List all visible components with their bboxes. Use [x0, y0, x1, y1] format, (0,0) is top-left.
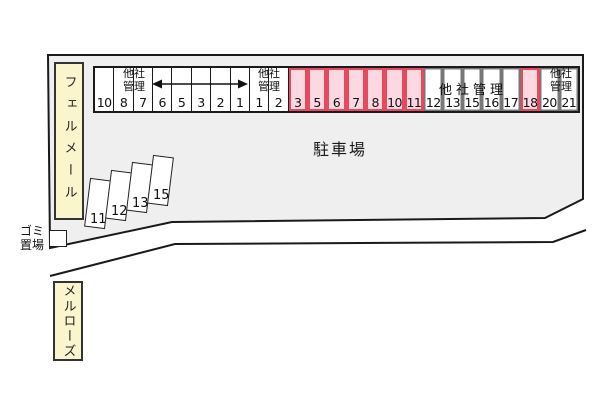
parking-space: 6: [153, 68, 173, 111]
garbage-area-label: ゴミ置場: [19, 224, 44, 252]
parking-space: 13: [443, 68, 463, 111]
parking-space: 20: [540, 68, 560, 111]
parking-space: 16: [482, 68, 502, 111]
building-melrose-label: メルローズ: [60, 283, 76, 359]
managed-by-other-label-2: 他社管理: [258, 67, 280, 93]
garbage-area-box: [49, 230, 67, 247]
parking-space: 10: [385, 68, 405, 111]
parking-space: 12: [424, 68, 444, 111]
building-fermeer-label: フェルメール: [61, 75, 77, 207]
parking-space: 2: [211, 68, 231, 111]
parking-space: 2: [269, 68, 289, 111]
diagonal-space-number: 15: [153, 188, 170, 203]
parking-space: 5: [172, 68, 192, 111]
managed-by-other-label-4: 他社管理: [550, 67, 572, 93]
parking-space: 1: [231, 68, 250, 111]
diagonal-space-number: 13: [132, 196, 149, 211]
diagonal-space-number: 11: [90, 212, 107, 227]
managed-by-other-label-1: 他社管理: [123, 67, 145, 93]
parking-space: 17: [502, 68, 521, 111]
parking-space: 15: [463, 68, 483, 111]
parking-space: 7: [346, 68, 367, 111]
parking-row: 10 8 7 6 5 3 2 1 1 2 3 5 6 7 8 10 11 12 …: [93, 66, 580, 113]
diagonal-space-number: 12: [111, 204, 128, 219]
parking-space: 11: [404, 68, 425, 111]
parking-space: 5: [307, 68, 328, 111]
building-fermeer: フェルメール: [54, 62, 84, 220]
parking-space: 7: [134, 68, 154, 111]
parking-space: 10: [95, 68, 115, 111]
building-melrose: メルローズ: [53, 281, 83, 361]
parking-space: 18: [520, 68, 541, 111]
parking-space: 1: [250, 68, 270, 111]
parking-space: 21: [560, 68, 578, 111]
parking-space: 3: [192, 68, 212, 111]
parking-space: 8: [366, 68, 386, 111]
parking-space: 3: [288, 68, 308, 111]
road-lower-edge-line: [49, 229, 587, 277]
parking-lot-title: 駐車場: [312, 140, 367, 159]
managed-by-other-label-3: 他社管理: [438, 83, 507, 98]
parking-space: 6: [327, 68, 347, 111]
parking-space: 8: [114, 68, 134, 111]
